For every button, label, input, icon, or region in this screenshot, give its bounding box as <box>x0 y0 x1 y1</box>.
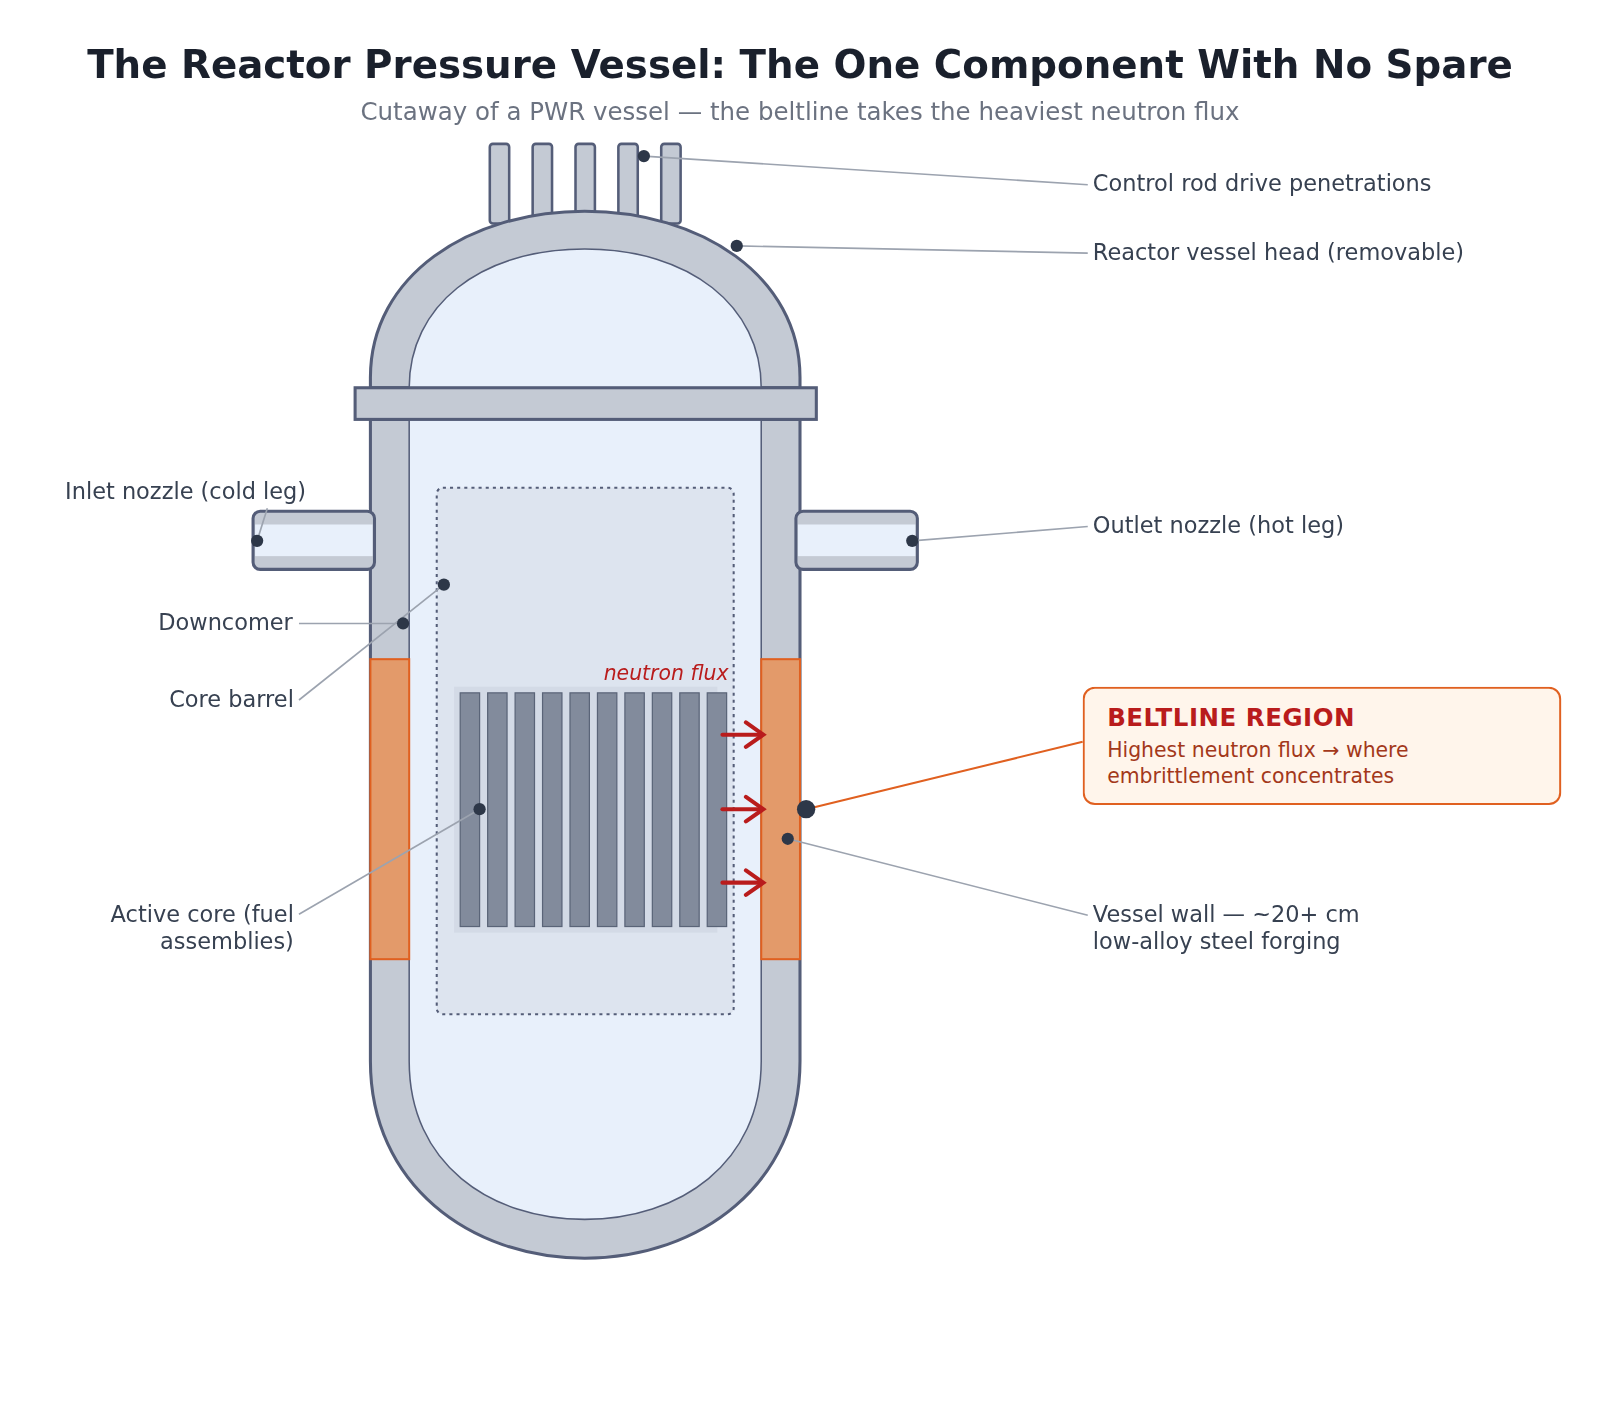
outlet-nozzle <box>796 511 917 569</box>
vessel-head <box>370 211 800 388</box>
diagram-caption: Cutaway of a PWR vessel — the beltline t… <box>0 98 1600 128</box>
beltline-leader <box>806 742 1083 809</box>
diagram-title: The Reactor Pressure Vessel: The One Com… <box>0 41 1600 88</box>
fuel-rod <box>515 693 534 927</box>
leader-lines <box>257 156 1088 915</box>
part-label: Downcomer <box>158 610 293 637</box>
fuel-rod <box>543 693 562 927</box>
core-region <box>454 687 717 933</box>
part-label: Reactor vessel head (removable) <box>1093 239 1464 266</box>
fuel-assemblies <box>460 693 726 927</box>
beltline-right <box>761 659 800 959</box>
core-barrel <box>437 488 734 1015</box>
beltline-left <box>370 659 409 959</box>
part-label: Core barrel <box>169 686 294 713</box>
fuel-rod <box>570 693 589 927</box>
callout-box: BELTLINE REGION Highest neutron flux → wh… <box>1083 687 1562 805</box>
fuel-rod <box>680 693 699 927</box>
part-label: Inlet nozzle (cold leg) <box>65 478 306 505</box>
flux-arrows <box>722 722 763 894</box>
anchor-dots <box>251 150 918 845</box>
fuel-rod <box>597 693 616 927</box>
part-label: Outlet nozzle (hot leg) <box>1093 513 1344 540</box>
head-inner <box>409 249 761 388</box>
part-label: Vessel wall — ~20+ cm low-alloy steel fo… <box>1093 901 1411 956</box>
flange <box>355 388 816 420</box>
fuel-rod <box>488 693 507 927</box>
vessel-body <box>370 419 800 1258</box>
flux-label: neutron flux <box>604 661 729 686</box>
callout-body: Highest neutron flux → where embrittleme… <box>1107 738 1459 789</box>
inlet-nozzle <box>253 511 374 569</box>
part-label: Control rod drive penetrations <box>1093 171 1432 198</box>
callout-heading: BELTLINE REGION <box>1107 703 1537 732</box>
part-label: Active core (fuel assemblies) <box>71 901 293 956</box>
fuel-rod <box>652 693 671 927</box>
fuel-rod <box>625 693 644 927</box>
